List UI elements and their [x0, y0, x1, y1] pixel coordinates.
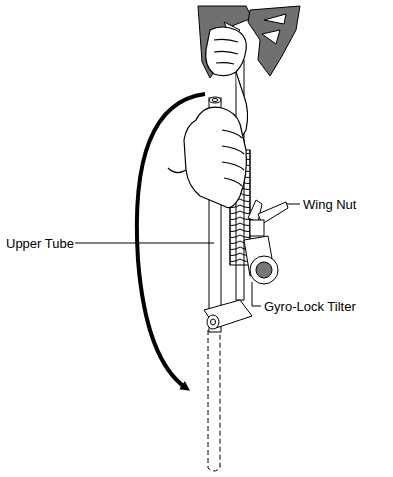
handle-grip [198, 6, 300, 78]
part-label: Gyro-Lock Tilter [263, 299, 357, 314]
wing-nut [248, 200, 288, 236]
gyro-lock-tilter [244, 236, 278, 284]
leader-lines [72, 204, 300, 306]
tube-clamp [204, 300, 252, 329]
lowered-tube-outline [208, 330, 220, 471]
part-label: Wing Nut [302, 197, 357, 212]
part-label: Upper Tube [5, 236, 75, 251]
swing-arrow [137, 94, 205, 388]
hands [168, 27, 248, 208]
